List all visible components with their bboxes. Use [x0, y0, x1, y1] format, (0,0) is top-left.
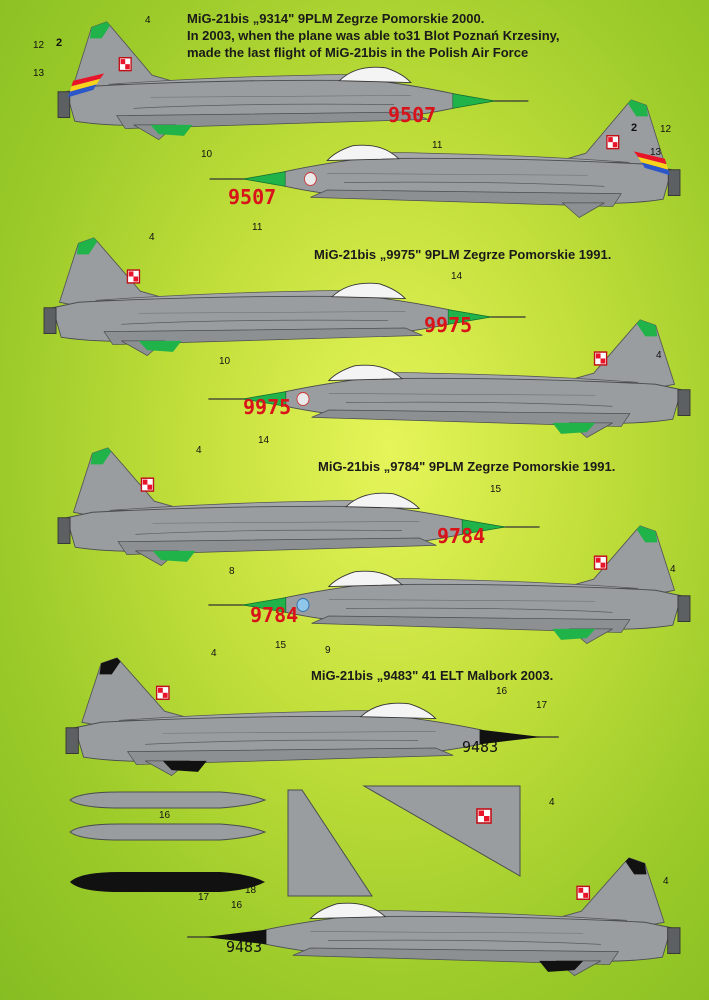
- callout: 16: [231, 900, 243, 911]
- callout: 4: [145, 15, 151, 26]
- callout: 9: [325, 645, 331, 656]
- caption-9314: MiG-21bis „9314" 9PLM Zegrze Pomorskie 2…: [187, 10, 560, 61]
- aircraft-9784-left-side: [207, 525, 691, 645]
- callout: 15: [490, 484, 502, 495]
- serial-9784-b: 9784: [250, 603, 298, 627]
- caption-9975: MiG-21bis „9975" 9PLM Zegrze Pomorskie 1…: [314, 247, 612, 262]
- callout: 4: [663, 876, 669, 887]
- serial-9784-a: 9784: [437, 524, 485, 548]
- caption-9483: MiG-21bis „9483" 41 ELT Malbork 2003.: [311, 668, 554, 683]
- aircraft-9483-left-side: [186, 857, 681, 977]
- caption-line: In 2003, when the plane was able to31 Bl…: [187, 28, 560, 43]
- callout: 11: [432, 140, 443, 151]
- callout: 14: [451, 271, 463, 282]
- callout: 4: [149, 232, 155, 243]
- callout: 16: [159, 810, 171, 821]
- callout: 10: [201, 149, 213, 160]
- caption-line: made the last flight of MiG-21bis in the…: [187, 45, 529, 60]
- callout: 13: [33, 68, 45, 79]
- callout: 11: [252, 222, 263, 233]
- aircraft-9975-right-side: [43, 237, 527, 357]
- callout: 17: [198, 892, 210, 903]
- fin-number-a: 2: [56, 37, 62, 49]
- callout: 16: [496, 686, 508, 697]
- caption-line: MiG-21bis „9314" 9PLM Zegrze Pomorskie 2…: [187, 11, 485, 26]
- callout: 4: [196, 445, 202, 456]
- callout: 14: [258, 435, 270, 446]
- wing-plan-views: [287, 785, 521, 897]
- callout: 10: [219, 356, 231, 367]
- callout: 15: [275, 640, 287, 651]
- serial-9507-a: 9507: [388, 103, 436, 127]
- fin-number-b: 2: [631, 122, 637, 134]
- callout-labels: 4 12 13 11 12 13 10 11 4 14 4 10 14 4 15…: [33, 15, 676, 911]
- callout: 8: [229, 566, 235, 577]
- caption-9784: MiG-21bis „9784" 9PLM Zegrze Pomorskie 1…: [318, 459, 616, 474]
- callout: 4: [670, 564, 676, 575]
- serial-9975-a: 9975: [424, 313, 472, 337]
- callout: 12: [660, 124, 672, 135]
- callout: 4: [211, 648, 217, 659]
- callout: 13: [650, 147, 662, 158]
- callout: 12: [33, 40, 45, 51]
- aircraft-9784-right-side: [57, 447, 541, 567]
- aircraft-9975-left-side: [207, 319, 691, 439]
- serial-9507-b: 9507: [228, 185, 276, 209]
- aircraft-9483-right-side: [65, 657, 560, 777]
- callout: 4: [656, 350, 662, 361]
- serial-9483-a: 9483: [462, 738, 498, 756]
- callout: 18: [245, 885, 257, 896]
- callout: 17: [536, 700, 548, 711]
- drop-tanks: [69, 791, 267, 892]
- aircraft-9507-right-side: [57, 21, 530, 141]
- aircraft-9507-left-side: [208, 99, 681, 219]
- serial-9483-b: 9483: [226, 938, 262, 956]
- callout: 4: [549, 797, 555, 808]
- serial-9975-b: 9975: [243, 395, 291, 419]
